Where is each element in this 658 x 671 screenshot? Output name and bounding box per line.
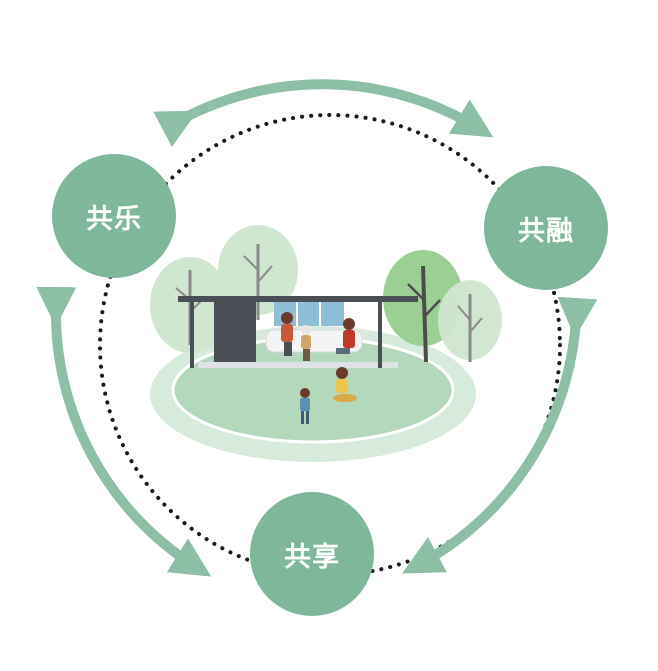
person-icon: [300, 388, 310, 424]
person-icon: [336, 318, 355, 354]
pavilion-column: [378, 302, 382, 368]
curved-arrow-icon: [36, 286, 212, 577]
pavilion-roof: [178, 296, 418, 302]
node-label: 共享: [284, 541, 340, 573]
node-top-left: 共乐: [52, 154, 176, 278]
curved-arrow-icon: [153, 79, 494, 147]
node-label: 共乐: [86, 203, 142, 235]
tree-icon: [218, 225, 298, 320]
person-icon: [333, 367, 357, 402]
curved-arrow-icon: [402, 296, 598, 574]
node-right: 共融: [484, 166, 608, 290]
node-bottom: 共享: [250, 492, 374, 616]
pavilion-wall: [214, 302, 256, 362]
person-icon: [301, 325, 311, 361]
pavilion-illustration: [150, 225, 502, 462]
node-label: 共融: [518, 215, 574, 247]
pavilion-column: [190, 302, 194, 368]
pavilion-deck: [198, 362, 398, 368]
person-icon: [281, 312, 293, 356]
tree-icon: [438, 280, 502, 362]
